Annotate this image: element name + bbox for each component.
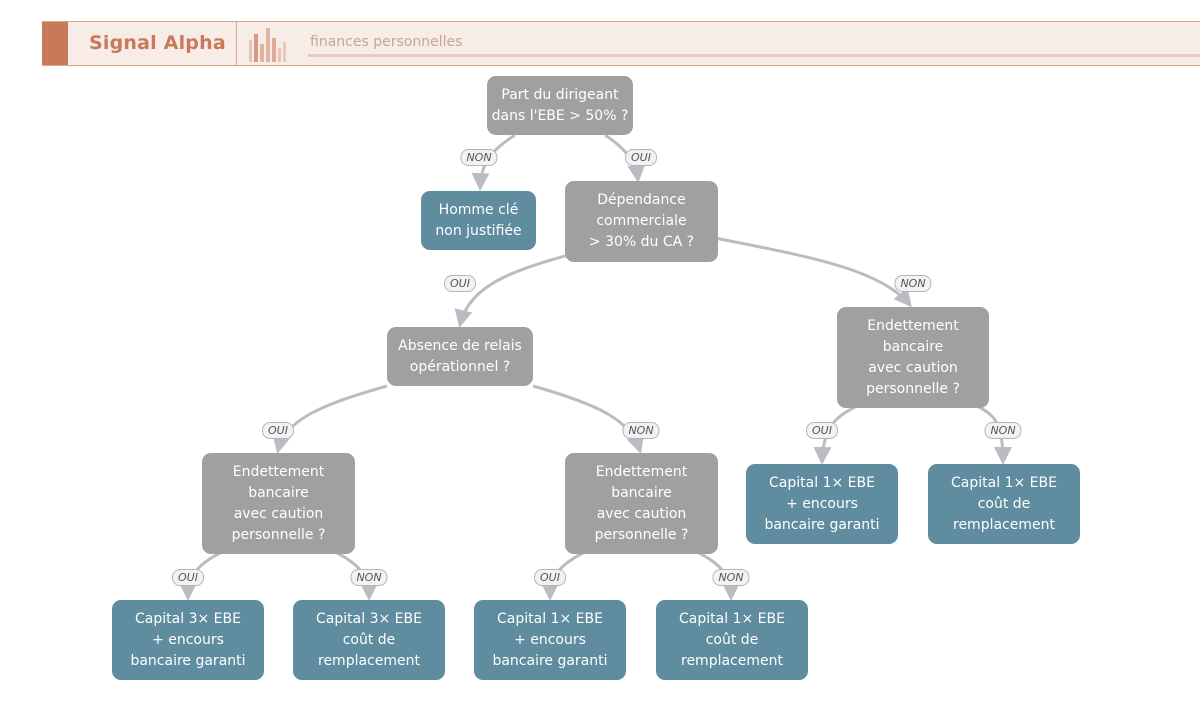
answer-node-a-m2[interactable]: Capital 1× EBE coût de remplacement bbox=[656, 600, 808, 680]
edge-q-relais-to-q-endet-mid bbox=[532, 384, 644, 454]
edge-label-oui: OUI bbox=[172, 569, 204, 586]
edge-label-oui: OUI bbox=[625, 149, 657, 166]
node-text-line: + encours bbox=[152, 631, 224, 648]
edge-label-non: NON bbox=[712, 569, 750, 586]
node-text-line: remplacement bbox=[953, 516, 1055, 533]
node-text-line: opérationnel ? bbox=[409, 358, 511, 375]
answer-node-a-l1[interactable]: Capital 3× EBE + encours bancaire garanti bbox=[112, 600, 264, 680]
node-text-line: Capital 3× EBE bbox=[135, 610, 241, 627]
node-text-line: avec caution bbox=[868, 359, 958, 376]
question-node-q-endet-mid[interactable]: Endettement bancaire avec caution personnel… bbox=[565, 453, 718, 554]
node-text-line: + encours bbox=[786, 495, 858, 512]
node-text-line: Absence de relais bbox=[398, 337, 522, 354]
answer-node-a-m1[interactable]: Capital 1× EBE + encours bancaire garanti bbox=[474, 600, 626, 680]
node-text-line: personnelle ? bbox=[594, 526, 689, 543]
node-text-line: Endettement bbox=[232, 463, 325, 480]
node-text-line: Capital 1× EBE bbox=[769, 474, 875, 491]
node-text-line: > 30% du CA ? bbox=[588, 234, 695, 250]
question-node-q-endet-right[interactable]: Endettement bancaire avec caution personnel… bbox=[837, 307, 989, 408]
edge-q-relais-to-q-endet-left bbox=[272, 384, 388, 454]
edge-label-non: NON bbox=[622, 422, 660, 439]
node-text-line: bancaire garanti bbox=[492, 652, 608, 669]
header-tagline: finances personnelles bbox=[310, 34, 463, 50]
answer-node-a-r2[interactable]: Capital 1× EBE coût de remplacement bbox=[928, 464, 1080, 544]
answer-node-a-r1[interactable]: Capital 1× EBE + encours bancaire garanti bbox=[746, 464, 898, 544]
node-text-line: bancaire bbox=[882, 338, 944, 355]
question-node-q-ebe[interactable]: Part du dirigeant dans l'EBE > 50% ? bbox=[487, 76, 633, 135]
node-text-line: remplacement bbox=[318, 652, 420, 669]
node-text-line: bancaire bbox=[611, 484, 672, 501]
node-text-line: avec caution bbox=[233, 505, 324, 522]
node-text-line: bancaire bbox=[248, 484, 309, 501]
node-text-line: Endettement bbox=[867, 317, 959, 334]
question-node-q-dependance[interactable]: Dépendance commerciale > 30% du CA ? bbox=[565, 181, 718, 262]
node-text-line: personnelle ? bbox=[231, 526, 326, 543]
edge-q-dependance-to-q-relais bbox=[454, 248, 588, 328]
node-text-line: + encours bbox=[514, 631, 586, 648]
node-text-line: non justifiée bbox=[435, 222, 522, 239]
edge-label-non: NON bbox=[894, 275, 932, 292]
edge-label-oui: OUI bbox=[806, 422, 838, 439]
edge-label-non: NON bbox=[984, 422, 1022, 439]
edge-label-oui: OUI bbox=[262, 422, 294, 439]
node-text-line: Homme clé bbox=[438, 201, 519, 218]
edge-label-oui: OUI bbox=[534, 569, 566, 586]
node-text-line: Capital 1× EBE bbox=[679, 610, 785, 627]
answer-node-a-homme-cle[interactable]: Homme clé non justifiée bbox=[421, 191, 536, 250]
node-text-line: coût de bbox=[705, 631, 759, 648]
header-accent-bar bbox=[42, 22, 68, 65]
node-text-line: bancaire garanti bbox=[130, 652, 246, 669]
header-divider bbox=[236, 22, 237, 65]
edge-q-dependance-to-q-endet-right bbox=[714, 236, 912, 308]
node-text-line: Endettement bbox=[595, 463, 688, 480]
node-text-line: Dépendance bbox=[597, 192, 686, 208]
node-text-line: bancaire garanti bbox=[764, 516, 880, 533]
brand-name[interactable]: Signal Alpha bbox=[89, 32, 226, 54]
tagline-underline bbox=[308, 54, 1200, 57]
node-text-line: Capital 1× EBE bbox=[497, 610, 603, 627]
node-text-line: personnelle ? bbox=[866, 380, 960, 397]
node-text-line: Capital 3× EBE bbox=[316, 610, 422, 627]
node-text-line: Part du dirigeant bbox=[501, 86, 619, 103]
question-node-q-relais[interactable]: Absence de relais opérationnel ? bbox=[387, 327, 533, 386]
node-text-line: Capital 1× EBE bbox=[951, 474, 1057, 491]
bar-chart-logo-icon bbox=[249, 26, 293, 68]
node-text-line: dans l'EBE > 50% ? bbox=[491, 107, 629, 124]
node-text-line: coût de bbox=[342, 631, 396, 648]
edge-label-non: NON bbox=[460, 149, 498, 166]
node-text-line: avec caution bbox=[596, 505, 687, 522]
node-text-line: remplacement bbox=[681, 652, 783, 669]
node-text-line: coût de bbox=[977, 495, 1031, 512]
node-text-line: commerciale bbox=[596, 213, 687, 229]
edge-label-non: NON bbox=[350, 569, 388, 586]
app-header: Signal Alpha finances personnelles bbox=[42, 21, 1200, 66]
edge-label-oui: OUI bbox=[444, 275, 476, 292]
question-node-q-endet-left[interactable]: Endettement bancaire avec caution personnel… bbox=[202, 453, 355, 554]
answer-node-a-l2[interactable]: Capital 3× EBE coût de remplacement bbox=[293, 600, 445, 680]
